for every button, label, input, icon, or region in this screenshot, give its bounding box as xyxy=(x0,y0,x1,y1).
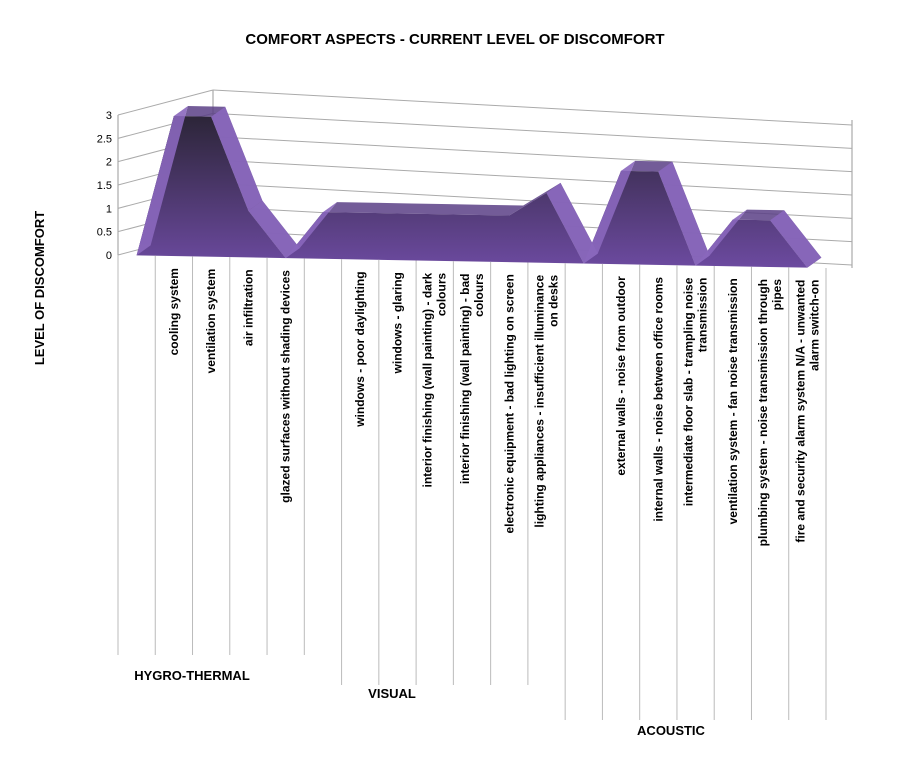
category-label-text: windows - poor daylighting xyxy=(353,271,367,427)
y-tick-label: 0 xyxy=(106,250,112,262)
category-label-18: fire and security alarm system N/A - unw… xyxy=(793,280,821,543)
gridline-back xyxy=(212,159,853,196)
category-label-14: internal walls - noise between office ro… xyxy=(651,277,665,522)
area-series-slope-facet xyxy=(546,182,598,264)
y-tick-label: 2 xyxy=(106,157,112,169)
group-labels: HYGRO-THERMAL VISUAL ACOUSTIC xyxy=(134,668,705,738)
category-label-9: interior finishing (wall painting) - bad… xyxy=(458,273,486,484)
category-label-text: alarm switch-on xyxy=(807,280,821,371)
category-label-text: ventilation system xyxy=(204,269,218,374)
y-tick-label: 1.5 xyxy=(97,180,112,192)
category-label-text: internal walls - noise between office ro… xyxy=(651,277,665,522)
y-tick-label: 3 xyxy=(106,110,112,122)
category-labels: cooling system ventilation system air infi… xyxy=(167,268,821,546)
category-label-text: cooling system xyxy=(167,268,181,355)
category-label-text: fire and security alarm system N/A - unw… xyxy=(793,280,807,543)
category-label-8: interior finishing (wall painting) - dar… xyxy=(421,272,449,487)
area-series-slope-facet xyxy=(285,202,337,259)
category-label-text: lighting appliances - insufficient illum… xyxy=(533,275,547,528)
category-label-text: pipes xyxy=(770,279,784,311)
category-label-text: plumbing system - noise transmission thr… xyxy=(756,279,770,546)
category-label-1: cooling system xyxy=(167,268,181,355)
y-tick-label: 1 xyxy=(106,203,112,215)
category-label-6: windows - poor daylighting xyxy=(353,271,367,427)
area-series-slope-facet xyxy=(658,161,710,266)
y-tick-labels: 0 0.5 1 1.5 2 2.5 3 xyxy=(97,110,112,262)
category-label-text: ventilation system - fan noise transmiss… xyxy=(726,278,740,524)
area-series-slope-facet xyxy=(211,106,263,211)
category-label-text: external walls - noise from outdoor xyxy=(614,276,628,476)
category-label-15: intermediate floor slab - trampling nois… xyxy=(682,277,710,506)
category-label-4: glazed surfaces without shading devices xyxy=(279,270,293,503)
category-label-text: interior finishing (wall painting) - dar… xyxy=(421,272,435,487)
category-separators xyxy=(117,255,827,720)
category-label-16: ventilation system - fan noise transmiss… xyxy=(726,278,740,524)
group-label-hygro-thermal: HYGRO-THERMAL xyxy=(134,668,250,683)
y-axis-title: LEVEL OF DISCOMFORT xyxy=(32,211,47,365)
category-label-10: electronic equipment - bad lighting on s… xyxy=(502,274,516,533)
chart-title: COMFORT ASPECTS - CURRENT LEVEL OF DISCO… xyxy=(245,31,664,48)
category-label-11: lighting appliances - insufficient illum… xyxy=(533,275,561,528)
area-series-slope-facet xyxy=(695,209,747,266)
gridline-back xyxy=(212,136,853,173)
category-label-text: electronic equipment - bad lighting on s… xyxy=(502,274,516,533)
y-tick-label: 0.5 xyxy=(97,227,112,239)
category-label-text: interior finishing (wall painting) - bad xyxy=(458,274,472,485)
category-label-text: transmission xyxy=(696,278,710,353)
category-label-text: colours xyxy=(435,272,449,316)
gridline-back xyxy=(212,89,853,126)
category-label-text: on desks xyxy=(547,275,561,327)
area-series-front-face xyxy=(136,116,808,268)
area-series-slope-facet xyxy=(583,160,636,264)
group-label-visual: VISUAL xyxy=(368,686,416,701)
category-label-2: ventilation system xyxy=(204,269,218,374)
category-label-text: air infiltration xyxy=(241,269,255,346)
category-label-3: air infiltration xyxy=(241,269,255,346)
gridline-left xyxy=(117,89,214,116)
category-label-text: intermediate floor slab - trampling nois… xyxy=(682,277,696,506)
group-label-acoustic: ACOUSTIC xyxy=(637,723,706,738)
y-tick-label: 2.5 xyxy=(97,133,112,145)
category-label-13: external walls - noise from outdoor xyxy=(614,276,628,476)
area-series-slope-facet xyxy=(136,106,188,256)
category-label-17: plumbing system - noise transmission thr… xyxy=(756,279,784,547)
category-label-text: glazed surfaces without shading devices xyxy=(279,270,293,503)
area-series-slope-facet xyxy=(770,210,822,268)
category-label-7: windows - glaring xyxy=(390,272,404,374)
category-label-text: windows - glaring xyxy=(390,272,404,374)
gridline-back xyxy=(212,112,853,149)
series-area xyxy=(136,106,822,268)
category-label-text: colours xyxy=(472,273,486,317)
area-series-slope-facet xyxy=(248,200,300,259)
